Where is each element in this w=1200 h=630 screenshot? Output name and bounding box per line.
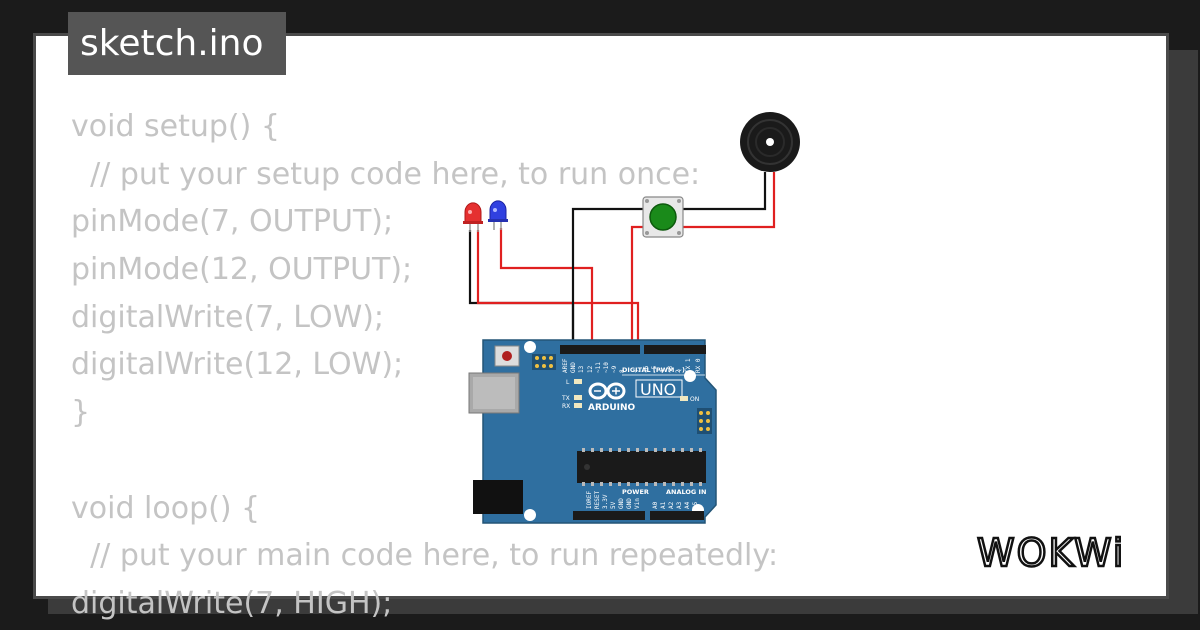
- preview-card: void setup() { // put your setup code he…: [33, 33, 1169, 621]
- board-model: UNO: [640, 380, 676, 399]
- board-brand: ARDUINO: [588, 403, 636, 413]
- code-line: digitalWrite(7, LOW);: [71, 299, 385, 335]
- wire-black-button: [571, 207, 643, 352]
- wokwi-logo: WOKWi: [976, 530, 1125, 577]
- digital-label: DIGITAL (PWM ~): [622, 366, 685, 374]
- power-label: POWER: [622, 488, 649, 496]
- pin-label: A1: [660, 501, 667, 509]
- pin-label: GND: [626, 498, 633, 509]
- pin-label: 7: [635, 369, 642, 373]
- wire-black-led-red: [468, 230, 575, 352]
- code-block: void setup() { // put your setup code he…: [71, 103, 778, 628]
- pin-label: ~9: [611, 365, 618, 373]
- pin-label: TX 1: [685, 358, 692, 373]
- code-line: digitalWrite(7, HIGH);: [71, 585, 393, 621]
- pin-label: IOREF: [586, 491, 593, 509]
- pin-label: ~5: [651, 365, 658, 373]
- code-line: digitalWrite(12, LOW);: [71, 347, 404, 383]
- led-red[interactable]: [463, 202, 483, 232]
- pin-label: 3.3V: [602, 494, 609, 509]
- wire-red-led-blue: [499, 228, 594, 352]
- on-label: ON: [690, 396, 699, 403]
- pin-label: A5: [692, 501, 699, 509]
- buzzer[interactable]: [740, 112, 800, 172]
- analog-label: ANALOG IN: [666, 488, 706, 496]
- wire-red-button: [630, 225, 643, 352]
- wires: [468, 172, 776, 352]
- code-line: void setup() {: [71, 109, 280, 144]
- pin-label: 5V: [610, 501, 617, 509]
- led-blue[interactable]: [488, 200, 508, 230]
- arduino-logo-icon: [588, 382, 626, 400]
- pin-label: ~3: [667, 365, 674, 373]
- pin-label: ~10: [603, 362, 610, 373]
- pushbutton[interactable]: [642, 196, 684, 238]
- wire-black-buzzer: [683, 172, 767, 211]
- pin-label: A2: [668, 501, 675, 509]
- pin-label: RX 0: [695, 358, 702, 373]
- wire-red-buzzer: [683, 172, 776, 229]
- code-line: }: [71, 395, 91, 431]
- pin-label: Vin: [634, 498, 641, 509]
- l-label: L: [566, 379, 570, 386]
- rx-label: RX: [562, 403, 570, 410]
- code-line: pinMode(7, OUTPUT);: [71, 204, 394, 240]
- pin-label: A4: [684, 501, 691, 509]
- pin-label: A0: [652, 501, 659, 509]
- code-line: pinMode(12, OUTPUT);: [71, 252, 413, 288]
- pin-label: RESET: [594, 491, 601, 509]
- code-line: // put your main code here, to run repea…: [71, 538, 779, 574]
- tx-label: TX: [561, 395, 570, 402]
- pin-label: 12: [587, 365, 594, 373]
- pin-label: 4: [659, 369, 666, 373]
- wire-red-led-red: [476, 230, 640, 352]
- pin-label: 8: [619, 369, 626, 373]
- pin-label: 2: [675, 369, 682, 373]
- pin-label: GND: [618, 498, 625, 509]
- arduino-uno-board[interactable]: AREF GND 13 12 ~11 ~10 ~9 8 7 ~6 ~5 4 ~3…: [468, 339, 717, 524]
- wokwi-logo-text: WOKWi: [977, 531, 1125, 575]
- code-line: void loop() {: [71, 490, 261, 526]
- code-line: // put your setup code here, to run once…: [71, 156, 701, 192]
- pin-label: A3: [676, 501, 683, 509]
- pin-label: AREF: [562, 358, 569, 373]
- file-tab[interactable]: sketch.ino: [68, 12, 286, 75]
- pin-label: GND: [570, 362, 577, 373]
- pin-label: 13: [578, 365, 585, 373]
- pin-label: ~11: [595, 362, 602, 373]
- pin-label: ~6: [643, 365, 650, 373]
